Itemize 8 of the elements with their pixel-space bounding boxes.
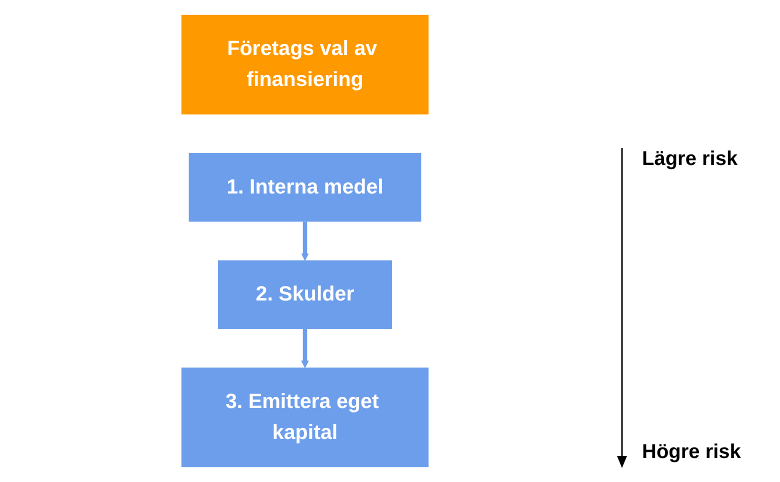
arrow	[301, 222, 309, 261]
node-box: Företags val av finansiering	[181, 14, 429, 114]
arrow	[301, 328, 309, 368]
risk-label: Högre risk	[642, 441, 741, 464]
node-box: 1. Interna medel	[188, 153, 422, 222]
node-box: 3. Emittera eget kapital	[181, 368, 429, 468]
node-box: 2. Skulder	[218, 260, 392, 329]
risk-label: Lägre risk	[642, 148, 738, 171]
